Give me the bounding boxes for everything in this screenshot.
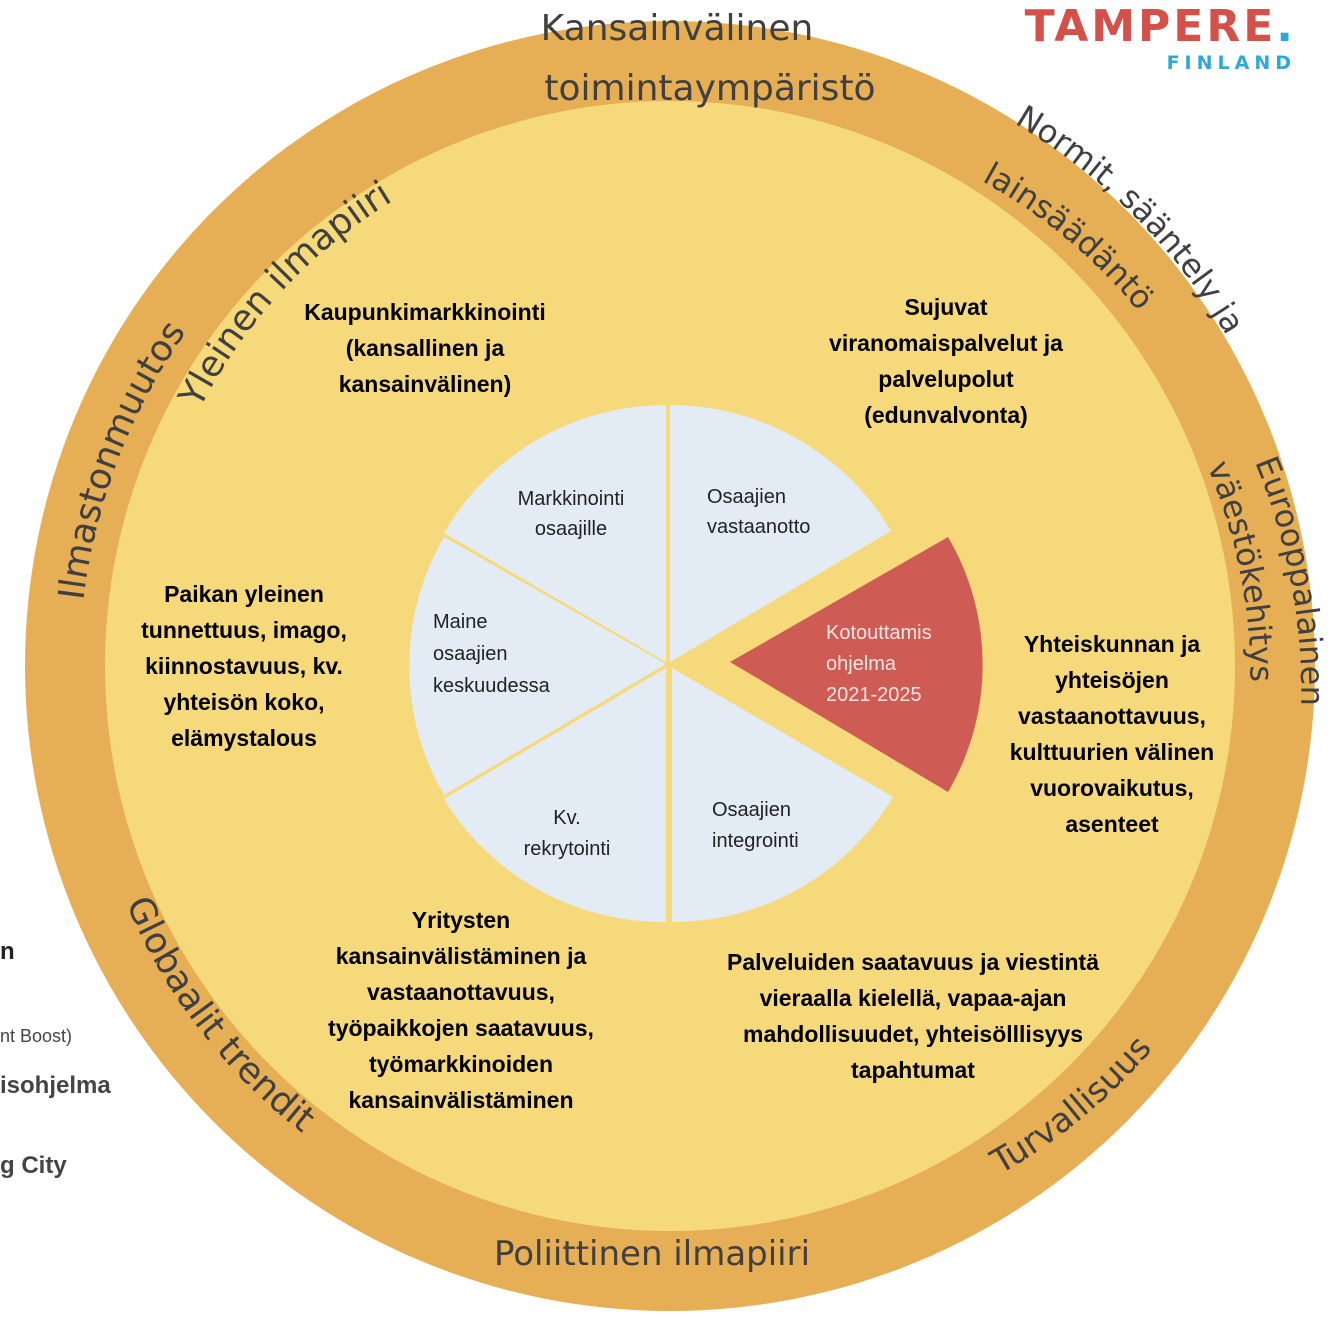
middle-left-text-line: elämystalous [171,725,317,751]
pie-bottom-left-text: Kv. rekrytointi [524,807,611,860]
middle-right-text: Yhteiskunnan ja yhteisöjen vastaanottavuus… [1010,631,1214,837]
middle-bottom-left-text: Yritysten kansainvälistäminen ja vastaanot… [328,907,594,1113]
pie-top-left-text-line: Markkinointi [518,488,625,510]
middle-top-right-text-line: Sujuvat [904,294,987,320]
cutoff-text-3: isohjelma [0,1072,111,1099]
outer-top-title-line2: toimintaympäristö [544,68,875,109]
middle-left-text-line: tunnettuus, imago, [141,617,347,643]
pie-highlight-text-line: Kotouttamis [826,622,932,644]
middle-bottom-right-text-line: mahdollisuudet, yhteisölllisyys [743,1021,1083,1047]
middle-left-text: Paikan yleinen tunnettuus, imago, kiinnost… [141,581,347,751]
cutoff-text-2: nt Boost) [0,1026,73,1046]
pie-left-text: Maine osaajien keskuudessa [433,611,551,697]
pie-slice-bottom-left [444,668,666,923]
pie-top-left-text: Markkinointi osaajille [518,488,625,540]
logo-dot: . [1276,1,1296,52]
tampere-logo: TAMPERE. FINLAND [1025,2,1296,75]
middle-right-text-line: kulttuurien välinen [1010,739,1214,765]
middle-top-left-text-line: kansainvälinen) [339,371,512,397]
middle-right-text-line: yhteisöjen [1055,667,1169,693]
middle-bottom-left-text-line: kansainvälistäminen [349,1087,574,1113]
middle-right-text-line: vuorovaikutus, [1030,775,1194,801]
pie-left-text-line: keskuudessa [433,675,551,697]
middle-top-left-text-line: (kansallinen ja [346,335,505,361]
pie-highlight-text-line: ohjelma [826,653,897,675]
pie-bottom-right-text: Osaajien integrointi [712,799,799,852]
middle-top-right-text-line: viranomaispalvelut ja [829,330,1063,356]
pie-highlight-text-line: 2021-2025 [826,684,922,706]
logo-main-text: TAMPERE [1024,1,1277,52]
pie-slice-highlight [730,537,983,792]
pie-top-left-text-line: osaajille [535,518,607,540]
pie-top-right-text-line: vastaanotto [707,516,810,538]
middle-right-text-line: vastaanottavuus, [1018,703,1206,729]
middle-bottom-right-text-line: Palveluiden saatavuus ja viestintä [727,949,1099,975]
pie-bottom-left-text-line: rekrytointi [524,838,611,860]
pie-slice-left [409,537,666,795]
middle-bottom-left-text-line: vastaanottavuus, [367,979,555,1005]
middle-ring [105,101,1235,1231]
middle-top-left-text: Kaupunkimarkkinointi (kansallinen ja kansa… [304,299,546,397]
middle-left-text-line: Paikan yleinen [164,581,324,607]
outer-top-title-line1: Kansainvälinen [541,8,814,49]
middle-left-text-line: kiinnostavuus, kv. [145,653,343,679]
pie-bottom-left-text-line: Kv. [553,807,580,829]
middle-bottom-right-text-line: vieraalla kielellä, vapaa-ajan [760,985,1067,1011]
pie-slice-top-left [444,405,666,662]
pie-highlight-text: Kotouttamis ohjelma 2021-2025 [826,622,932,706]
middle-top-right-text: Sujuvat viranomaispalvelut ja palvelupolut… [829,294,1063,428]
middle-bottom-left-text-line: Yritysten [412,907,510,933]
pie-slice-bottom-right [672,668,893,923]
outer-bottom-title: Poliittinen ilmapiiri [494,1234,810,1274]
middle-bottom-left-text-line: työmarkkinoiden [369,1051,553,1077]
middle-bottom-left-text-line: kansainvälistäminen ja [336,943,587,969]
logo-subtext: FINLAND [1166,52,1296,74]
pie-bottom-right-text-line: integrointi [712,830,799,852]
pie-top-right-text: Osaajien vastaanotto [707,486,810,538]
logo-wordmark: TAMPERE. [1025,2,1296,52]
middle-top-right-text-line: (edunvalvonta) [864,402,1028,428]
middle-bottom-right-text-line: tapahtumat [851,1057,975,1083]
pie-bottom-right-text-line: Osaajien [712,799,791,821]
middle-bottom-right-text: Palveluiden saatavuus ja viestintä vieraa… [727,949,1099,1083]
middle-top-right-text-line: palvelupolut [878,366,1014,392]
pie-left-text-line: osaajien [433,643,508,665]
pie-slice-top-right [670,405,891,662]
middle-right-text-line: asenteet [1065,811,1159,837]
middle-top-left-text-line: Kaupunkimarkkinointi [304,299,546,325]
middle-right-text-line: Yhteiskunnan ja [1024,631,1201,657]
cutoff-text-4: g City [0,1152,67,1179]
pie-left-text-line: Maine [433,611,487,633]
pie-top-right-text-line: Osaajien [707,486,786,508]
middle-left-text-line: yhteisön koko, [163,689,324,715]
cutoff-text-1: n [0,938,15,965]
middle-bottom-left-text-line: työpaikkojen saatavuus, [328,1015,594,1041]
